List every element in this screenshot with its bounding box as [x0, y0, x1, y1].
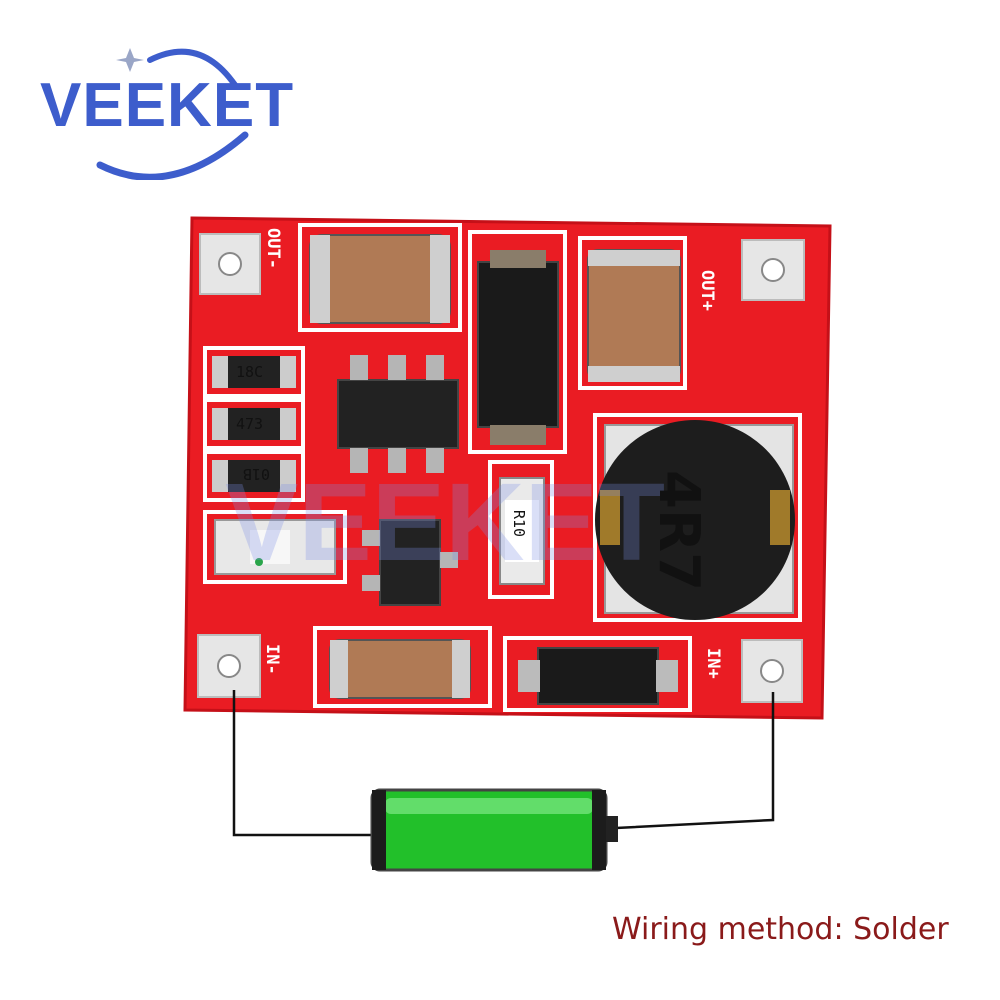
inductor-code: 4R7 — [646, 470, 711, 591]
label-in-minus: IN- — [262, 644, 282, 675]
logo-swoosh-icon — [96, 48, 249, 180]
battery-icon — [370, 788, 618, 872]
label-out-minus: OUT- — [263, 228, 283, 269]
brand-logo-text: VEEKET — [40, 71, 295, 140]
resistor-code-4: R10 — [510, 510, 528, 537]
label-out-plus: OUT+ — [697, 270, 717, 311]
brand-logo — [30, 40, 310, 180]
caption-wiring-method: Wiring method: Solder — [612, 912, 949, 947]
resistor-code-1: 18C — [236, 363, 263, 381]
label-in-plus: IN+ — [703, 648, 723, 679]
resistor-code-3: 01B — [243, 465, 270, 483]
watermark-text: VEEKET — [225, 461, 665, 584]
resistor-code-2: 473 — [236, 415, 263, 433]
